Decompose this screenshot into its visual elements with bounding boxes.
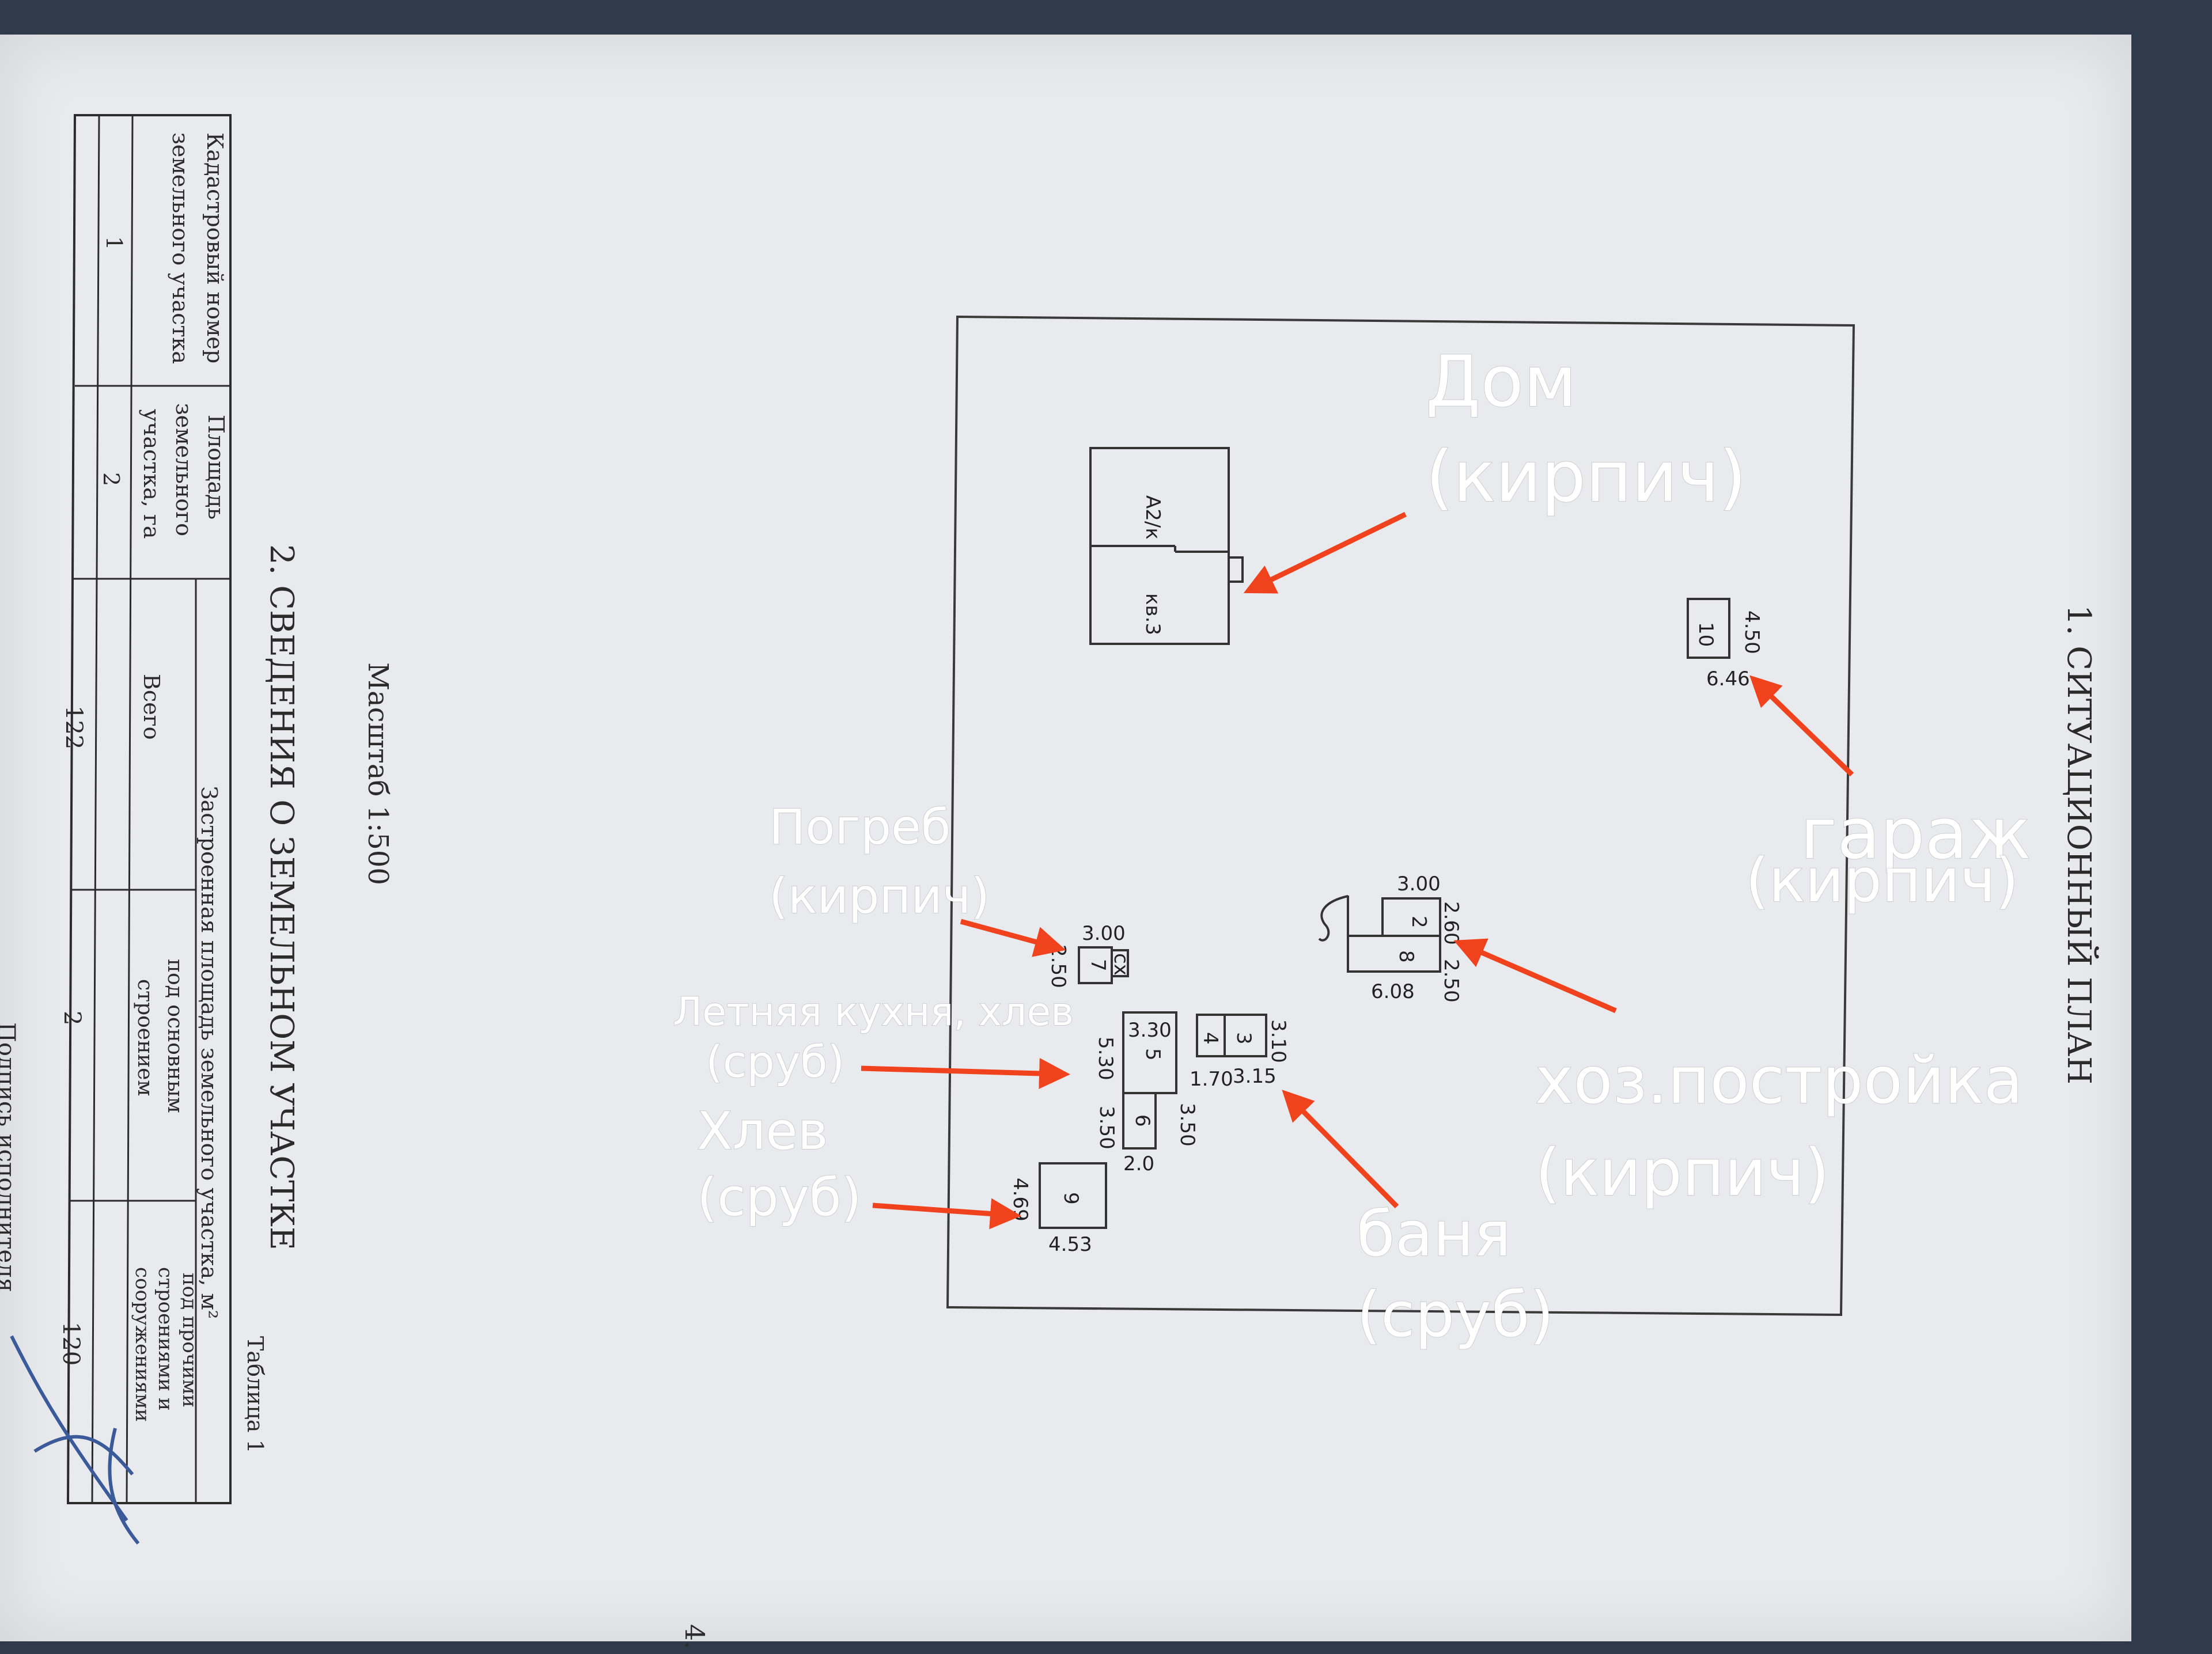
bath-dim-170: 1.70 bbox=[1190, 1068, 1233, 1091]
shed-dim-260: 2.60 bbox=[1440, 901, 1463, 945]
note-bath-1: баня bbox=[1357, 1198, 1511, 1270]
building-barn: 9 4.69 4.53 bbox=[1009, 1162, 1107, 1256]
note-garage-2: (кирпич) bbox=[1745, 845, 2019, 916]
signature-scribble bbox=[10, 1335, 140, 1545]
cellar-num: 7 bbox=[1086, 959, 1109, 972]
shed-num-2: 2 bbox=[1407, 916, 1430, 928]
kitchen-dim-530: 5.30 bbox=[1094, 1037, 1117, 1080]
note-barn-2: (сруб) bbox=[697, 1167, 862, 1228]
note-bath-2: (сруб) bbox=[1357, 1279, 1554, 1351]
hdr-built-area: Застроенная площадь земельного участка, … bbox=[196, 786, 222, 1319]
arrow-shed bbox=[1453, 938, 1617, 1014]
col-num-2: 2 bbox=[99, 472, 124, 486]
note-house-2: (кирпич) bbox=[1426, 436, 1747, 518]
house-label-a: А2/к bbox=[1141, 495, 1164, 540]
hdr-other-3: сооружениями bbox=[131, 1267, 154, 1422]
hdr-cadastral-1: Кадастровый номер bbox=[202, 132, 228, 363]
note-kitchen-1: Летняя кухня, хлев bbox=[673, 989, 1074, 1035]
building-kitchen: 5 6 3.30 5.30 3.50 2.0 bbox=[1094, 1011, 1177, 1175]
building-house: А2/к кв.3 bbox=[1089, 447, 1244, 645]
note-cellar-2: (кирпич) bbox=[769, 868, 990, 924]
hdr-other-2: строениями и bbox=[154, 1267, 177, 1411]
garage-number: 10 bbox=[1694, 622, 1717, 647]
shed-dim-608: 6.08 bbox=[1371, 980, 1415, 1003]
scale-label: Масштаб 1:500 bbox=[362, 662, 394, 885]
hdr-main-2: строением bbox=[133, 979, 157, 1096]
note-house-1: Дом bbox=[1426, 341, 1577, 423]
shed-dim-250: 2.50 bbox=[1440, 959, 1463, 1003]
note-garage-1: гараж bbox=[1800, 793, 2031, 875]
hdr-cadastral-2: земельного участка bbox=[168, 132, 193, 364]
arrow-garage bbox=[1749, 675, 1854, 777]
building-garage: 10 4.50 6.46 bbox=[1687, 598, 1763, 691]
hdr-area-1: Площадь bbox=[203, 415, 229, 519]
land-info-table: Таблица 1 Кадастровый номер земельного у… bbox=[58, 114, 268, 1504]
page-number: 4. bbox=[679, 1624, 710, 1649]
bath-dim-310: 3.10 bbox=[1267, 1019, 1290, 1063]
garage-dim-1: 4.50 bbox=[1740, 610, 1763, 654]
arrow-barn bbox=[872, 1198, 1021, 1230]
col-num-1: 1 bbox=[101, 236, 127, 250]
signature-label: Подпись исполнителя bbox=[0, 1022, 20, 1292]
shed-num-8: 8 bbox=[1395, 950, 1418, 963]
note-kitchen-2: (сруб) bbox=[706, 1036, 844, 1087]
kitchen-dim-350: 3.50 bbox=[1095, 1106, 1118, 1150]
bath-num-3: 3 bbox=[1232, 1032, 1255, 1045]
hdr-area-3: участка, га bbox=[139, 409, 164, 539]
note-shed-2: (кирпич) bbox=[1535, 1136, 1830, 1211]
arrow-bath bbox=[1282, 1090, 1399, 1209]
cellar-dim-250: 2.50 bbox=[1047, 944, 1070, 988]
value-total: 122 bbox=[60, 705, 87, 749]
hdr-other-1: под прочими bbox=[178, 1273, 201, 1408]
value-main: 2 bbox=[59, 1011, 85, 1025]
arrow-cellar bbox=[960, 919, 1066, 957]
bath-dim-315: 3.15 bbox=[1233, 1065, 1277, 1088]
bath-dim-350: 3.50 bbox=[1176, 1103, 1199, 1147]
building-shed: 2 8 3.00 2.60 2.50 6.08 bbox=[1318, 872, 1463, 1003]
hdr-area-2: земельного bbox=[171, 403, 196, 536]
building-bath: 3 4 3.10 1.70 3.15 3.50 bbox=[1176, 1014, 1290, 1147]
document-page bbox=[0, 35, 2131, 1641]
house-label-b: кв.3 bbox=[1141, 593, 1164, 635]
building-cellar: 7 сх 3.00 2.50 bbox=[1047, 922, 1132, 988]
note-shed-1: хоз.постройка bbox=[1535, 1044, 2023, 1118]
arrow-kitchen bbox=[861, 1057, 1070, 1089]
barn-dim-453: 4.53 bbox=[1048, 1233, 1092, 1256]
kitchen-dim-330: 3.30 bbox=[1128, 1019, 1172, 1042]
note-cellar-1: Погреб bbox=[769, 799, 951, 855]
garage-dim-2: 6.46 bbox=[1706, 667, 1750, 691]
kitchen-num-6: 6 bbox=[1131, 1114, 1154, 1127]
plot-boundary bbox=[946, 315, 1855, 1317]
kitchen-dim-20: 2.0 bbox=[1123, 1152, 1154, 1175]
hdr-total: Всего bbox=[139, 674, 164, 739]
barn-num: 9 bbox=[1059, 1192, 1082, 1205]
cellar-dim-300: 3.00 bbox=[1082, 922, 1126, 945]
hdr-main-1: под основным bbox=[163, 959, 187, 1113]
cellar-cx: сх bbox=[1109, 953, 1132, 976]
kitchen-num-5: 5 bbox=[1141, 1048, 1164, 1061]
note-barn-1: Хлев bbox=[697, 1101, 828, 1162]
arrow-house bbox=[1243, 511, 1407, 594]
shed-dim-300: 3.00 bbox=[1397, 872, 1441, 896]
barn-dim-469: 4.69 bbox=[1009, 1178, 1032, 1221]
section2-title: 2. СВЕДЕНИЯ О ЗЕМЕЛЬНОМ УЧАСТКЕ bbox=[263, 544, 300, 1250]
plan-title: 1. СИТУАЦИОННЫЙ ПЛАН bbox=[2060, 605, 2100, 1084]
bath-num-4: 4 bbox=[1199, 1032, 1222, 1045]
table-label: Таблица 1 bbox=[243, 1336, 268, 1454]
value-other: 120 bbox=[58, 1322, 84, 1365]
